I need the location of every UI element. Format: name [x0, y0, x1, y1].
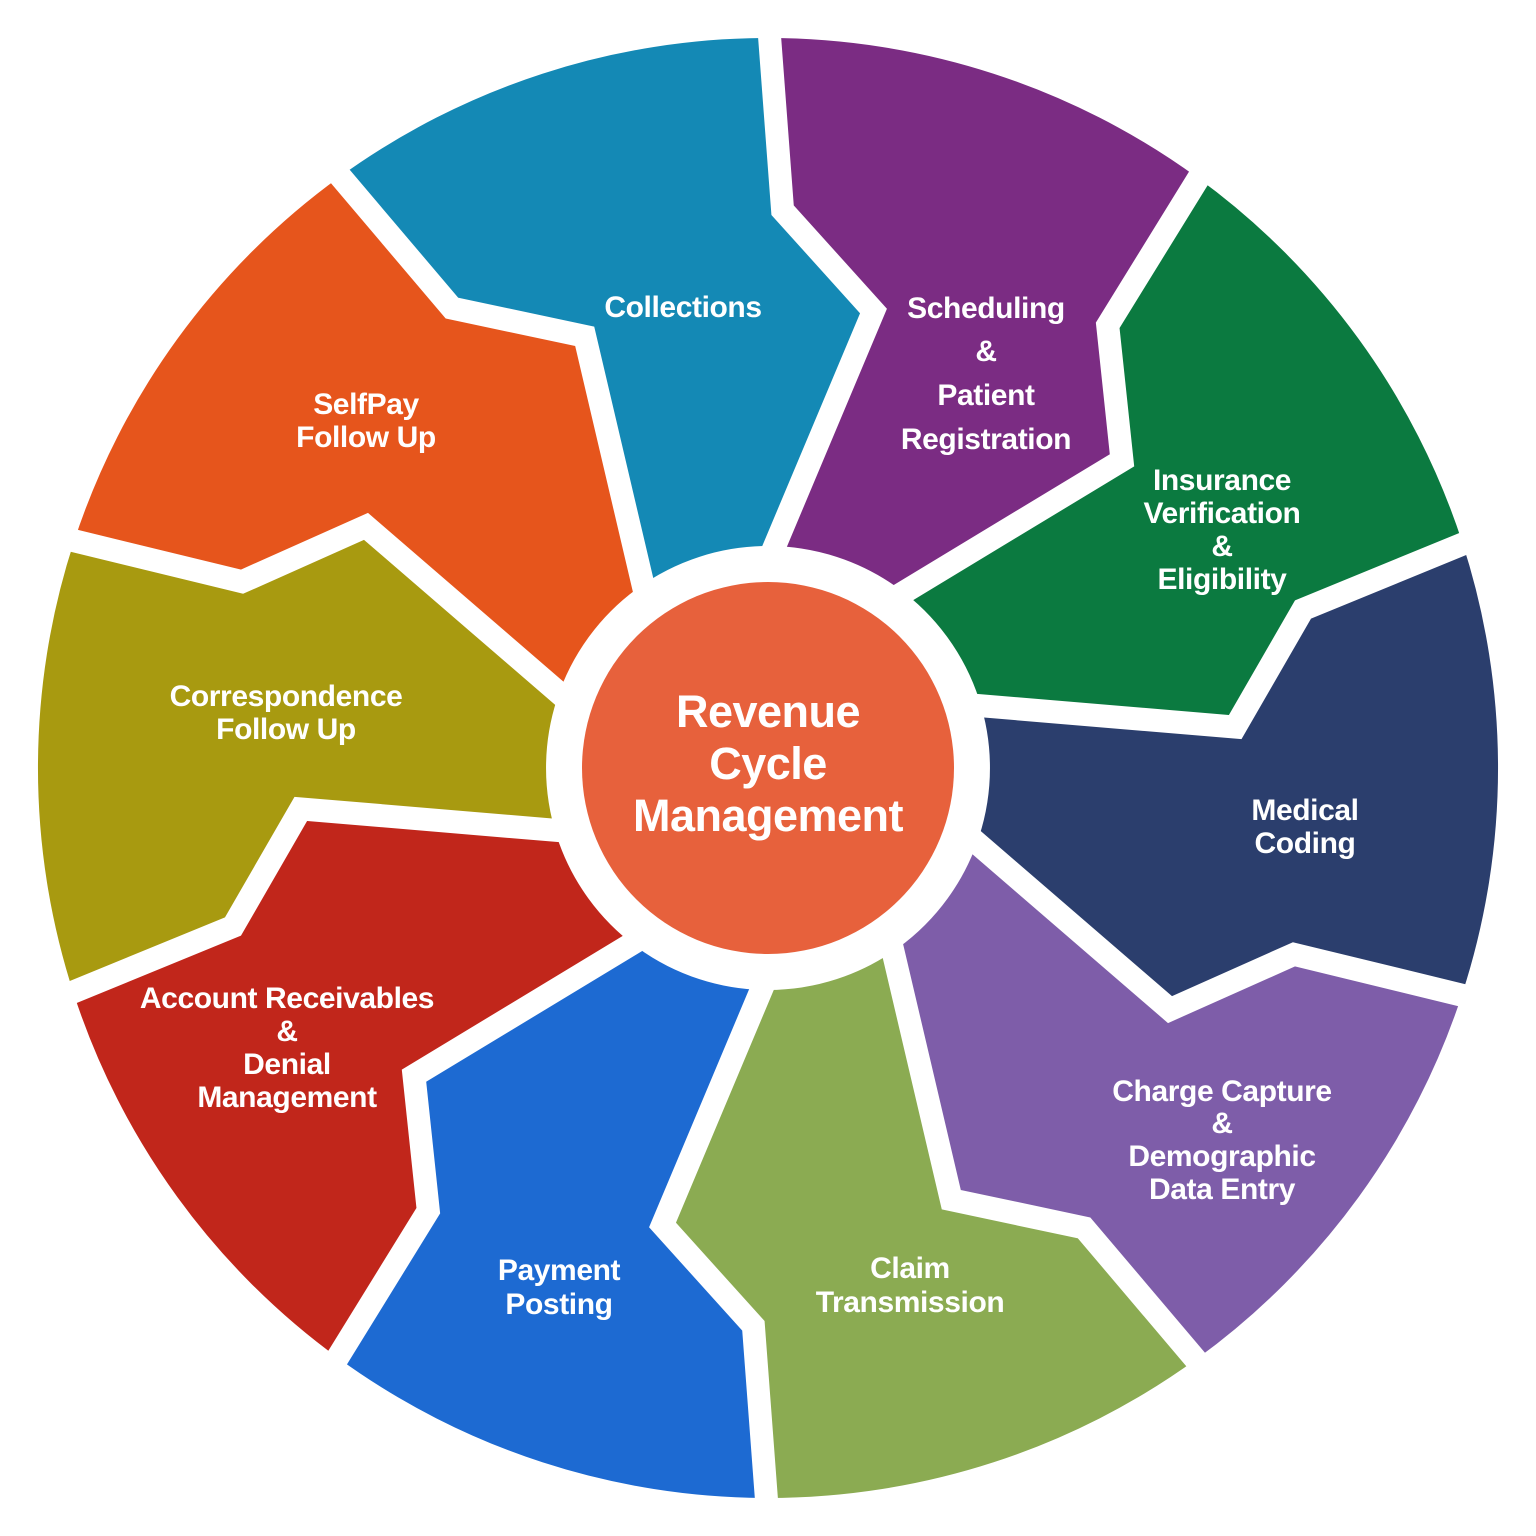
segment-medical-coding — [979, 542, 1499, 1010]
dividers-layer — [48, 15, 1488, 1521]
segment-divider — [316, 924, 653, 1383]
segment-divider — [962, 524, 1488, 740]
segment-divider — [883, 153, 1220, 612]
segment-divider — [649, 969, 780, 1521]
segment-payment-posting — [338, 947, 768, 1498]
segment-scheduling-patient-registration — [768, 38, 1198, 589]
segment-divider — [956, 822, 1486, 1024]
center-circle — [582, 582, 954, 954]
segment-divider — [50, 512, 580, 714]
segment-divider — [877, 932, 1219, 1384]
segment-label-collections: Collections — [604, 291, 761, 324]
segment-divider — [756, 15, 887, 567]
segment-divider — [48, 796, 574, 1012]
segment-collections — [338, 38, 874, 589]
segment-divider — [317, 152, 659, 604]
segment-correspondence-follow-up — [37, 526, 557, 994]
segment-claim-transmission — [662, 947, 1198, 1498]
